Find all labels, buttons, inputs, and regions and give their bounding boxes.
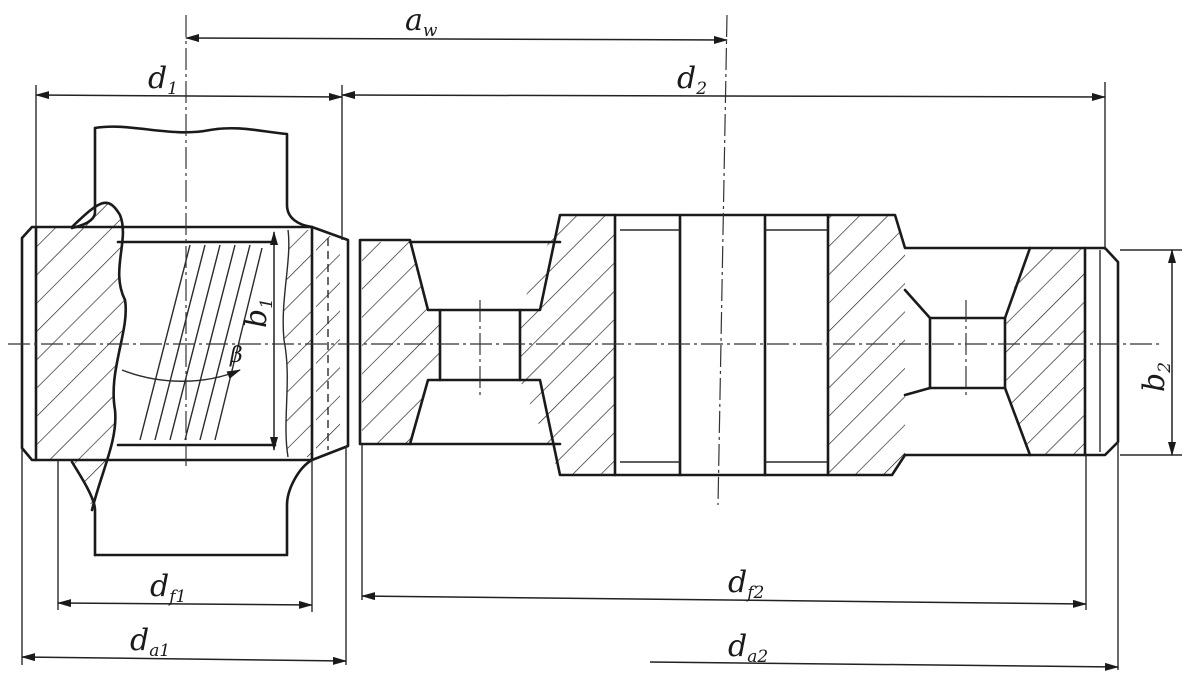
label-b1: b1 xyxy=(239,298,277,328)
label-d2: d2 xyxy=(677,61,707,99)
label-da1: da1 xyxy=(130,623,170,661)
dim-line-d1 xyxy=(35,91,343,101)
dim-line-da1 xyxy=(21,653,347,665)
dimension-lines xyxy=(21,34,1176,671)
dim-line-da2 xyxy=(649,661,1119,671)
extension-lines xyxy=(21,82,1182,670)
label-beta: β xyxy=(229,343,243,368)
pinion-helix-lines xyxy=(121,244,263,441)
label-b2: b2 xyxy=(1137,362,1175,392)
label-df2: df2 xyxy=(728,565,764,603)
label-da2: da2 xyxy=(728,629,768,667)
dim-line-df1 xyxy=(57,599,313,609)
dim-line-aw xyxy=(185,34,728,44)
dim-line-df2 xyxy=(361,592,1087,608)
dim-line-d2 xyxy=(341,91,1106,101)
label-d1: d1 xyxy=(148,61,178,99)
label-aw: aw xyxy=(405,3,438,41)
dimension-labels: aw d1 d2 df1 df2 da1 da2 b1 b2 β xyxy=(130,3,1175,667)
label-df1: df1 xyxy=(150,569,186,607)
wheel-body xyxy=(358,213,1120,477)
pinion-body xyxy=(20,201,350,512)
